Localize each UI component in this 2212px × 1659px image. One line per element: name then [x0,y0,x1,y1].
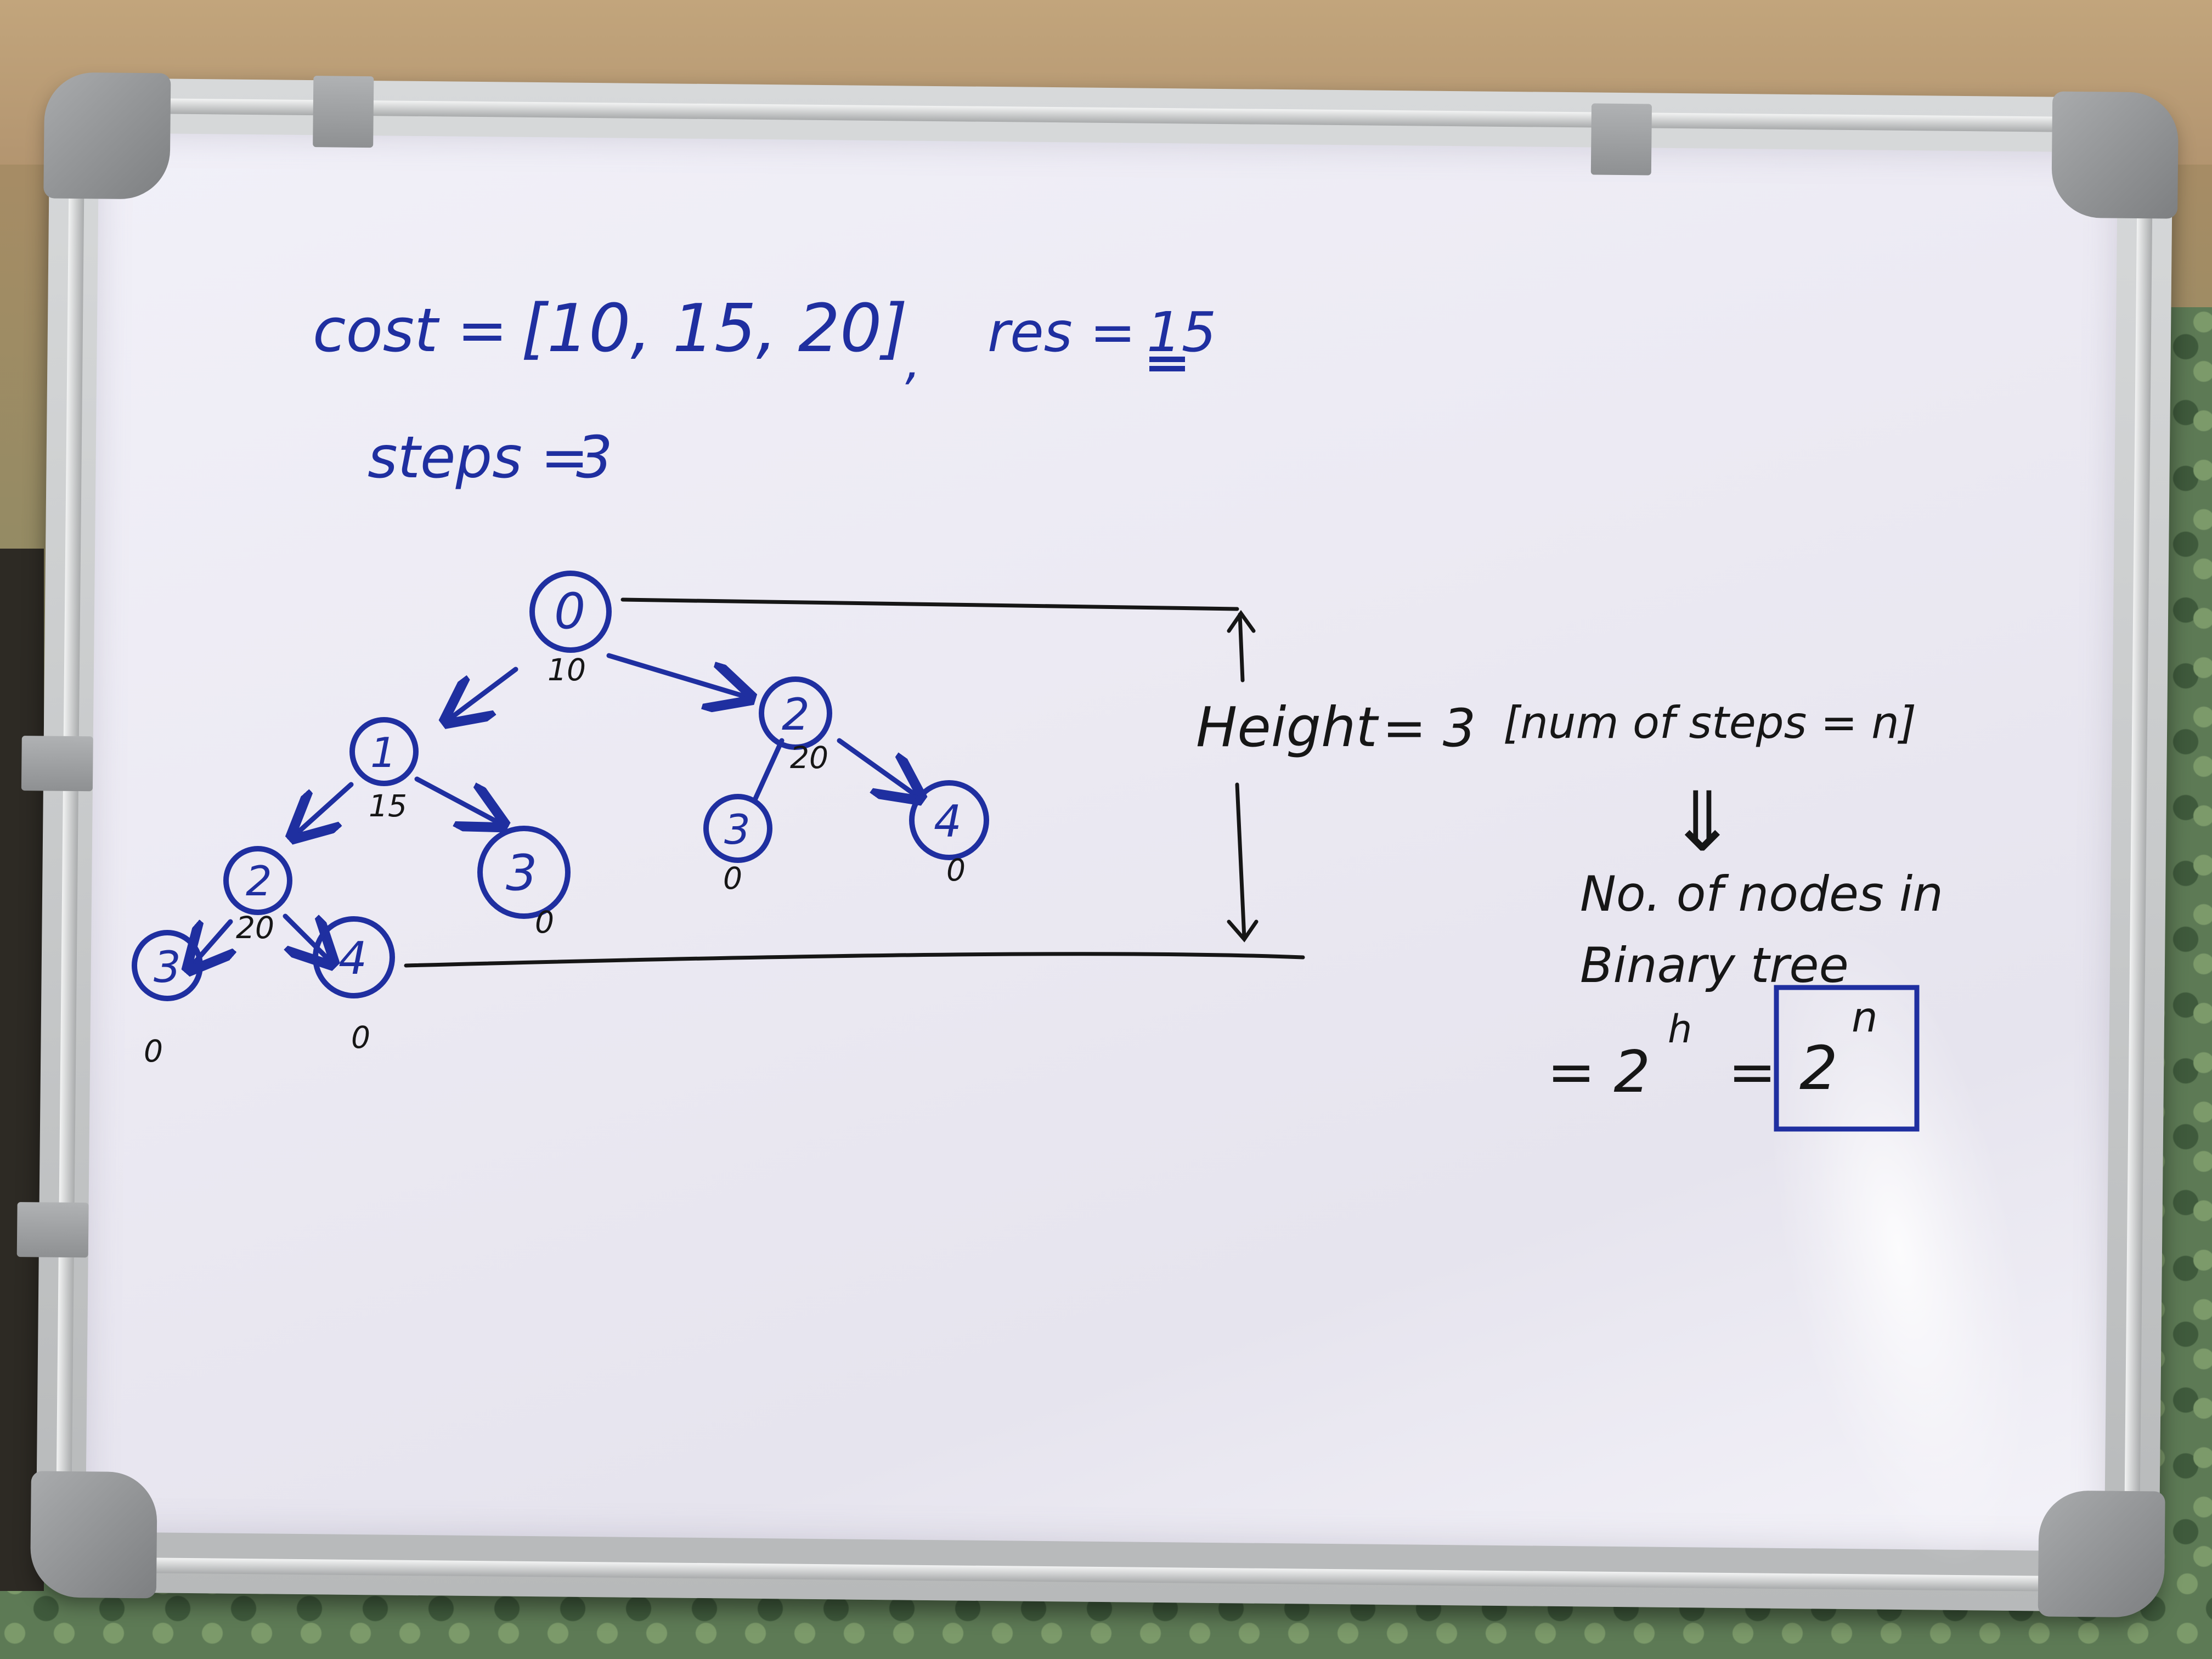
answer-box [1774,985,1920,1132]
formula-exponent-h: h [1668,1007,1692,1052]
node-root-cost: 10 [548,652,586,687]
height-note: [num of steps = n] [1503,697,1916,748]
node-l1-left-label: 1 [370,729,397,777]
node-root-circle [529,571,612,653]
edge-l2-right [283,913,329,960]
tree-edges [192,653,916,966]
cost-label: cost = [313,295,507,365]
formula-eq-1: = 2 [1547,1039,1650,1105]
nodes-line-1: No. of nodes in [1580,866,1943,922]
node-root-label: 0 [554,583,585,640]
nodes-line-2: Binary tree [1580,937,1849,994]
node-l2-lr-cost: 0 [535,905,554,940]
edge-l1right-right [837,738,916,795]
node-l2-rr-label: 4 [934,796,962,847]
node-l1-left-circle [349,717,419,786]
height-equals: = 3 [1383,698,1476,759]
height-bracket [404,597,1305,968]
node-l3-left-cost: 0 [144,1034,163,1069]
edge-l1left-right [414,776,499,823]
steps-value: 3 [576,424,613,491]
node-l2-rr-cost: 0 [946,853,966,888]
node-l2-ll-label: 2 [246,857,272,905]
node-l2-lr-circle [477,826,571,919]
node-l3-left-circle [132,930,203,1001]
height-arrow-up-head [1227,610,1256,633]
height-label: Height [1196,695,1379,759]
implies-arrow: ⇓ [1668,775,1737,870]
res-label: res = [988,300,1136,364]
steps-label: steps = [368,424,589,491]
node-l2-ll-cost: 20 [236,910,274,945]
node-l1-left-cost: 15 [369,788,407,823]
tree-nodes [132,571,989,1001]
height-arrow-down-head [1227,919,1259,943]
node-l1-right-label: 2 [782,689,810,740]
height-line-top [620,597,1239,611]
node-l2-rr-circle [909,780,989,860]
answer-exponent: n [1852,993,1878,1041]
answer-base: 2 [1799,1033,1838,1103]
node-l3-right-label: 4 [338,933,367,985]
node-l3-left-label: 3 [154,943,181,992]
cost-array: [10, 15, 20] [521,291,907,367]
node-l1-right-cost: 20 [790,740,828,775]
height-arrow-up-shaft [1238,612,1245,682]
edge-l1left-left [296,782,354,834]
node-l2-rl-cost: 0 [723,861,742,896]
height-arrow-down-shaft [1235,782,1246,940]
edge-root-right [606,653,746,697]
shadow-left [0,549,44,1591]
edge-l1right-left [752,738,785,804]
node-l2-rl-circle [703,794,772,863]
res-value: 15 [1147,300,1216,364]
node-l2-rl-label: 3 [724,805,751,854]
height-line-bottom [404,952,1305,968]
node-l3-right-cost: 0 [351,1020,370,1055]
node-l1-right-circle [759,676,832,750]
edge-root-left [450,667,518,719]
comma: , [905,333,921,391]
formula-eq-2: = [1728,1039,1776,1105]
node-l2-lr-label: 3 [506,844,537,902]
node-l3-right-circle [313,916,395,998]
node-l2-ll-circle [223,846,292,915]
